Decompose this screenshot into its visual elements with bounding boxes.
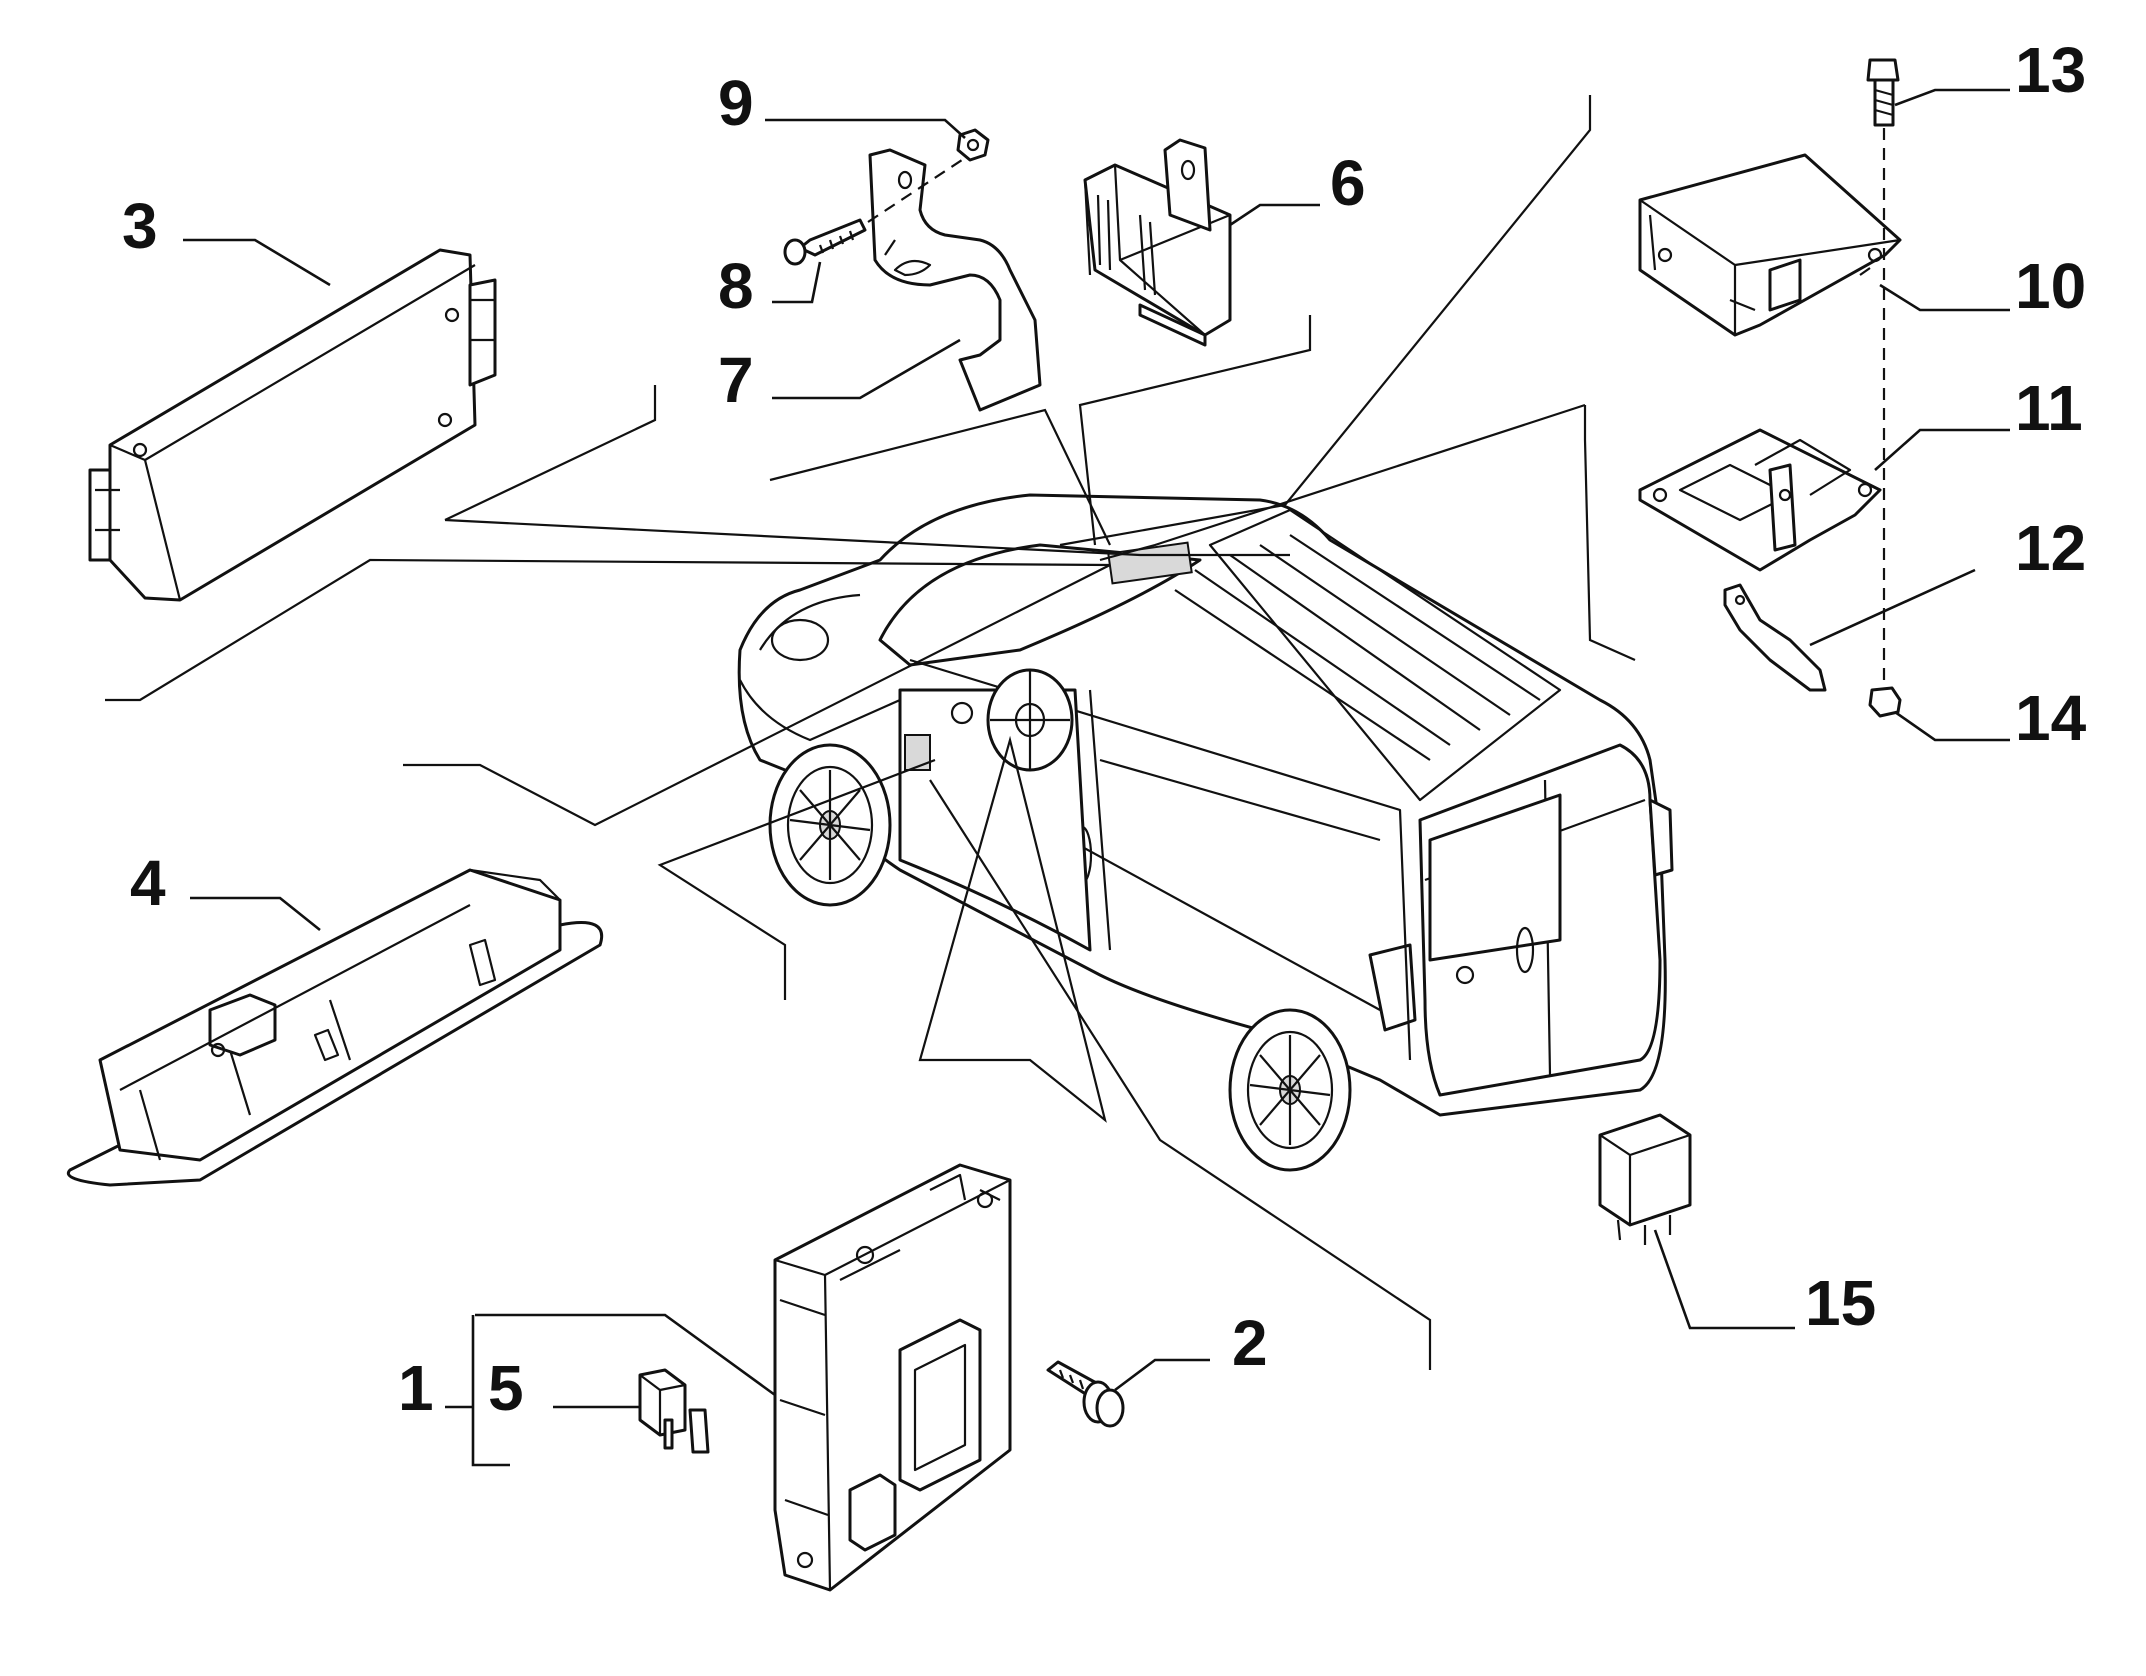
part-11-support-plate xyxy=(1638,428,1882,572)
part-6-relay-unit xyxy=(1083,138,1232,347)
callout-3: 3 xyxy=(122,190,158,262)
part-5-blade-fuse xyxy=(638,1368,710,1454)
leader-lines xyxy=(183,88,2010,1467)
part-14-nut xyxy=(1868,686,1902,718)
part-8-screw xyxy=(783,218,867,266)
callout-12: 12 xyxy=(2015,512,2086,584)
part-10-airbag-control-unit xyxy=(1638,153,1902,337)
part-9-nut xyxy=(956,128,990,162)
part-1-body-computer xyxy=(773,1163,1012,1592)
callout-13: 13 xyxy=(2015,34,2086,106)
part-13-bolt xyxy=(1866,58,1900,127)
part-4-ceiling-lamp xyxy=(66,868,603,1187)
callout-7: 7 xyxy=(718,344,754,416)
callout-2: 2 xyxy=(1232,1307,1268,1379)
part-2-flange-bolt xyxy=(1046,1360,1125,1428)
callout-1: 1 xyxy=(398,1352,434,1424)
callout-4: 4 xyxy=(130,847,166,919)
callout-6: 6 xyxy=(1330,147,1366,219)
callout-11: 11 xyxy=(2015,372,2083,444)
van-icon xyxy=(737,493,1674,1172)
callout-14: 14 xyxy=(2015,682,2087,754)
part-3-control-unit xyxy=(88,248,497,602)
guide-lines xyxy=(105,95,1636,1370)
callout-5: 5 xyxy=(488,1352,524,1424)
callout-numbers: 3 4 9 8 7 6 13 10 11 12 14 15 2 1 5 xyxy=(122,34,2087,1424)
callout-10: 10 xyxy=(2015,250,2086,322)
part-7-mounting-bracket xyxy=(868,148,1042,412)
callout-9: 9 xyxy=(718,67,754,139)
part-15-relay xyxy=(1598,1113,1692,1245)
callout-15: 15 xyxy=(1805,1267,1876,1339)
callout-8: 8 xyxy=(718,250,754,322)
part-12-small-bracket xyxy=(1723,583,1827,692)
